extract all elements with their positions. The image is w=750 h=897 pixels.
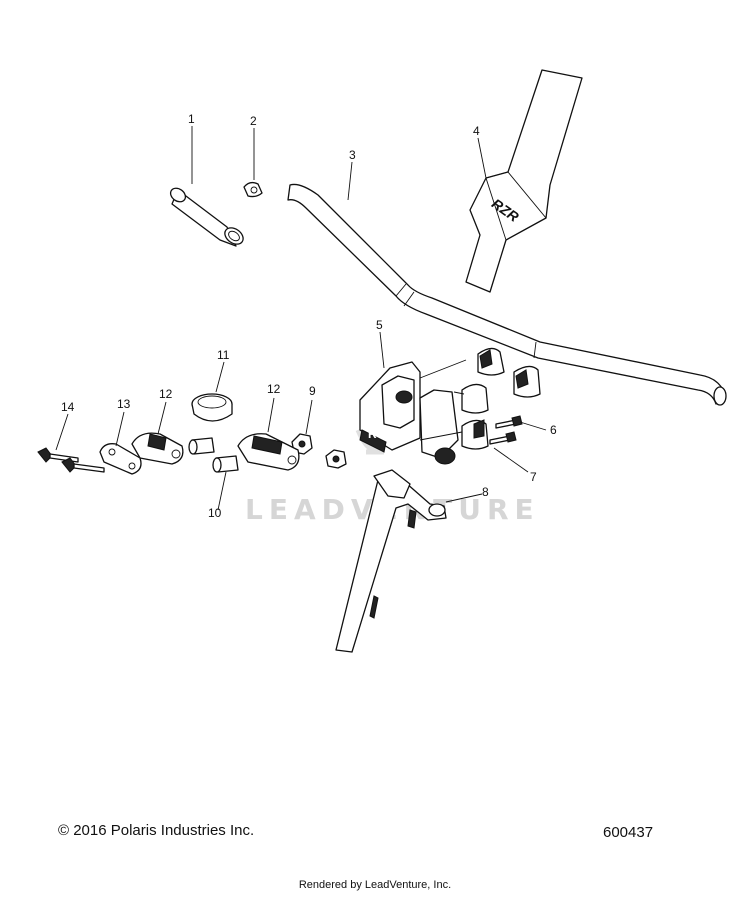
callout-13: 13: [117, 397, 131, 411]
part-14-bolts: [37, 447, 105, 473]
part-11-ring: [191, 393, 233, 422]
callout-6: 6: [550, 423, 557, 437]
callout-14: 14: [61, 400, 75, 414]
callout-5: 5: [376, 318, 383, 332]
clamp-caps: [419, 347, 541, 450]
part-13-plate: [99, 443, 142, 475]
part-3-handlebar: [287, 183, 727, 406]
callout-1: 1: [188, 112, 195, 126]
leader-lines: [55, 126, 547, 511]
callout-8: 8: [482, 485, 489, 499]
part-12-clamp-right: [237, 433, 300, 471]
part-4-pad: RZR: [465, 69, 583, 293]
callout-12b: 12: [267, 382, 281, 396]
part-12-clamp-left: [131, 432, 184, 465]
part-6-bolts: [489, 415, 523, 445]
callout-2: 2: [250, 114, 257, 128]
diagram-number: 600437: [603, 824, 654, 841]
rendered-by-text: Rendered by LeadVenture, Inc.: [298, 879, 452, 891]
callout-9: 9: [309, 384, 316, 398]
callout-10: 10: [208, 506, 222, 520]
callout-4: 4: [473, 124, 480, 138]
part-2-cap: [243, 181, 263, 198]
callout-12a: 12: [159, 387, 173, 401]
callouts: 1 2 3 4 5 6 7 8 9 10 11 12 12 13 14: [61, 112, 557, 520]
part-1-grip: [169, 187, 244, 247]
part-10-spacers: [188, 437, 239, 473]
part-8-steering-column: [335, 469, 447, 653]
copyright-text: © 2016 Polaris Industries Inc.: [58, 822, 255, 839]
callout-7: 7: [530, 470, 537, 484]
callout-11: 11: [217, 348, 230, 362]
callout-3: 3: [349, 148, 356, 162]
part-5-riser: R: [359, 361, 459, 465]
nut: [325, 449, 347, 469]
riser-logo: R: [368, 427, 377, 441]
